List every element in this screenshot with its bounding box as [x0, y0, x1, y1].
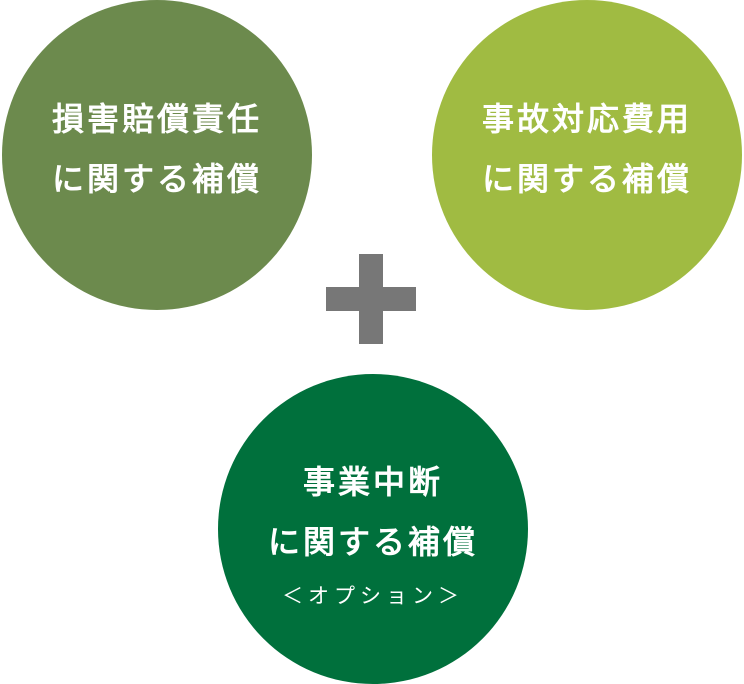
business-interruption-coverage-circle: 事業中断 に関する補償 ＜オプション＞ — [218, 374, 528, 684]
accident-response-coverage-subtitle: に関する補償 — [481, 160, 692, 198]
business-interruption-coverage-subtitle: に関する補償 — [267, 523, 478, 561]
liability-coverage-subtitle: に関する補償 — [51, 160, 262, 198]
liability-coverage-text: 損害賠償責任 に関する補償 — [52, 89, 262, 209]
plus-icon — [326, 254, 416, 344]
accident-response-coverage-text: 事故対応費用 に関する補償 — [482, 89, 692, 209]
business-interruption-coverage-title: 事業中断 — [302, 463, 443, 501]
plus-icon-vertical-bar — [359, 254, 383, 344]
business-interruption-coverage-text: 事業中断 に関する補償 ＜オプション＞ — [268, 452, 478, 612]
accident-response-coverage-title: 事故対応費用 — [481, 100, 692, 138]
option-label: ＜オプション＞ — [281, 584, 464, 608]
liability-coverage-title: 損害賠償責任 — [51, 100, 262, 138]
accident-response-coverage-circle: 事故対応費用 に関する補償 — [432, 0, 742, 310]
liability-coverage-circle: 損害賠償責任 に関する補償 — [2, 0, 312, 310]
